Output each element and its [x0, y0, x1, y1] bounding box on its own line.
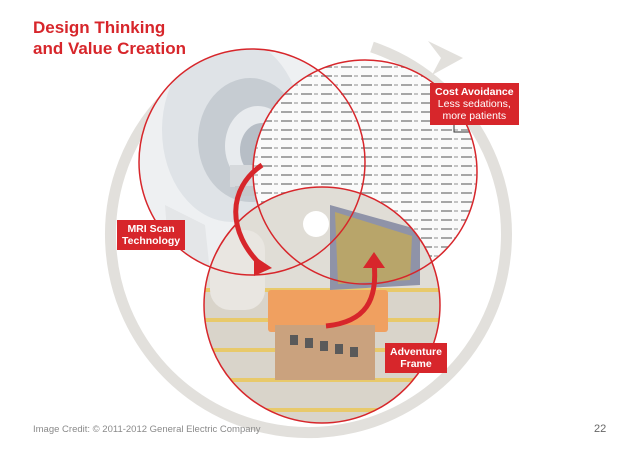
- mri-label-line-1: MRI Scan: [127, 223, 175, 235]
- flow-arrow-icon: [325, 252, 385, 329]
- center-intersection: [303, 211, 329, 237]
- cost-avoidance-line-1: Less sedations,: [437, 98, 511, 110]
- adventure-label-line-2: Frame: [400, 358, 432, 370]
- adventure-label-line-1: Adventure: [390, 346, 442, 358]
- circle-adventure-frame: [203, 186, 441, 424]
- flow-arrow-icon: [233, 162, 272, 276]
- slide-title: Design Thinking and Value Creation: [33, 17, 186, 59]
- label-cost-avoidance: Cost Avoidance Less sedations, more pati…: [430, 83, 519, 125]
- label-adventure-frame: Adventure Frame: [385, 343, 447, 373]
- image-credit: Image Credit: © 2011-2012 General Electr…: [33, 424, 261, 435]
- mri-label-line-2: Technology: [122, 235, 181, 247]
- cost-avoidance-line-2: more patients: [442, 110, 507, 122]
- circle-mri-technology: [138, 48, 366, 276]
- title-line-2: and Value Creation: [33, 39, 187, 58]
- adventure-frame-photo: [204, 187, 440, 423]
- title-line-1: Design Thinking: [33, 18, 166, 37]
- page-number: 22: [594, 423, 607, 435]
- cycle-arrow-icon: [105, 41, 512, 439]
- label-mri-scan-technology: MRI Scan Technology: [117, 220, 186, 250]
- cost-avoidance-title: Cost Avoidance: [435, 86, 514, 98]
